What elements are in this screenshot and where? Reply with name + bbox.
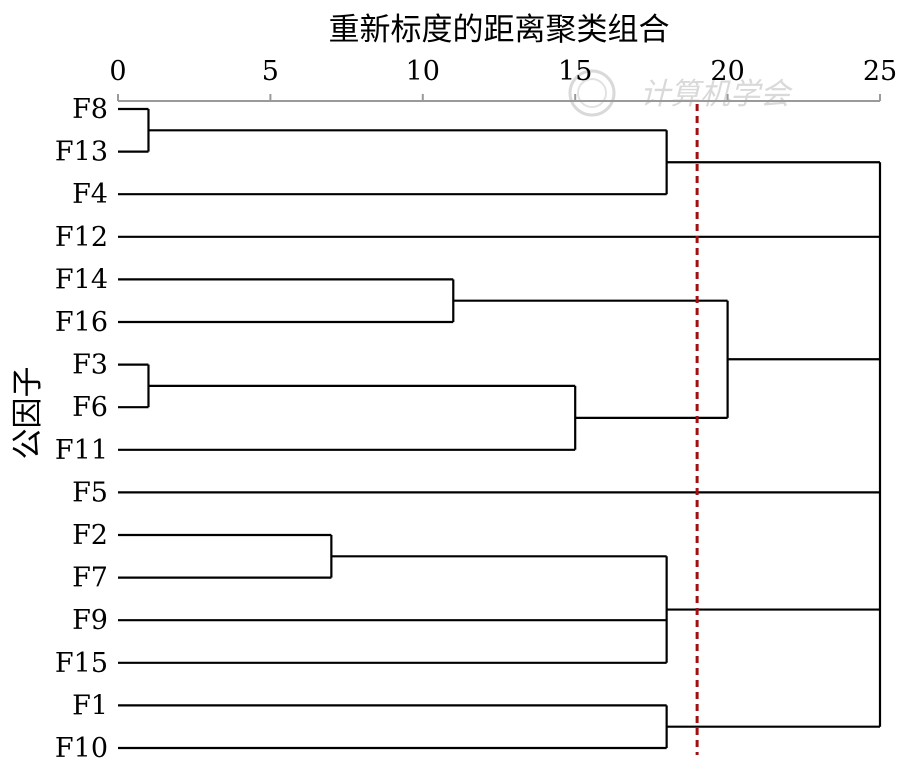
leaf-label-f15: F15 [55,648,108,679]
dendrogram-links [118,104,882,755]
x-tick-label: 10 [406,56,440,87]
chart-title: 重新标度的距离聚类组合 [329,12,670,48]
leaf-label-f3: F3 [72,350,108,381]
watermark-seal [568,69,616,117]
leaf-label-f1: F1 [72,690,108,721]
leaf-label-f16: F16 [55,307,108,338]
leaf-label-f13: F13 [55,137,108,168]
x-tick-label: 0 [109,56,126,87]
x-tick-label: 20 [710,56,744,87]
x-tick-label: 5 [262,56,279,87]
y-axis-label: 公因子 [10,367,46,460]
leaf-label-f8: F8 [72,94,108,125]
leaf-label-f2: F2 [72,520,108,551]
leaf-label-f9: F9 [72,605,108,636]
leaf-label-f5: F5 [72,477,108,508]
leaf-label-f4: F4 [72,179,108,210]
watermark: 计算机学会 [568,69,793,117]
x-axis-ticks: 0 5 10 15 20 25 [109,56,897,101]
watermark-seal-inner [577,78,607,108]
leaf-label-f11: F11 [55,435,108,466]
leaf-label-f6: F6 [72,392,108,423]
watermark-text: 计算机学会 [640,77,793,112]
x-tick-label: 15 [558,56,592,87]
leaf-label-f10: F10 [55,733,108,764]
leaf-label-f7: F7 [72,563,108,594]
x-tick-label: 25 [863,56,897,87]
leaf-label-f14: F14 [55,264,108,295]
leaf-label-f12: F12 [55,222,108,253]
